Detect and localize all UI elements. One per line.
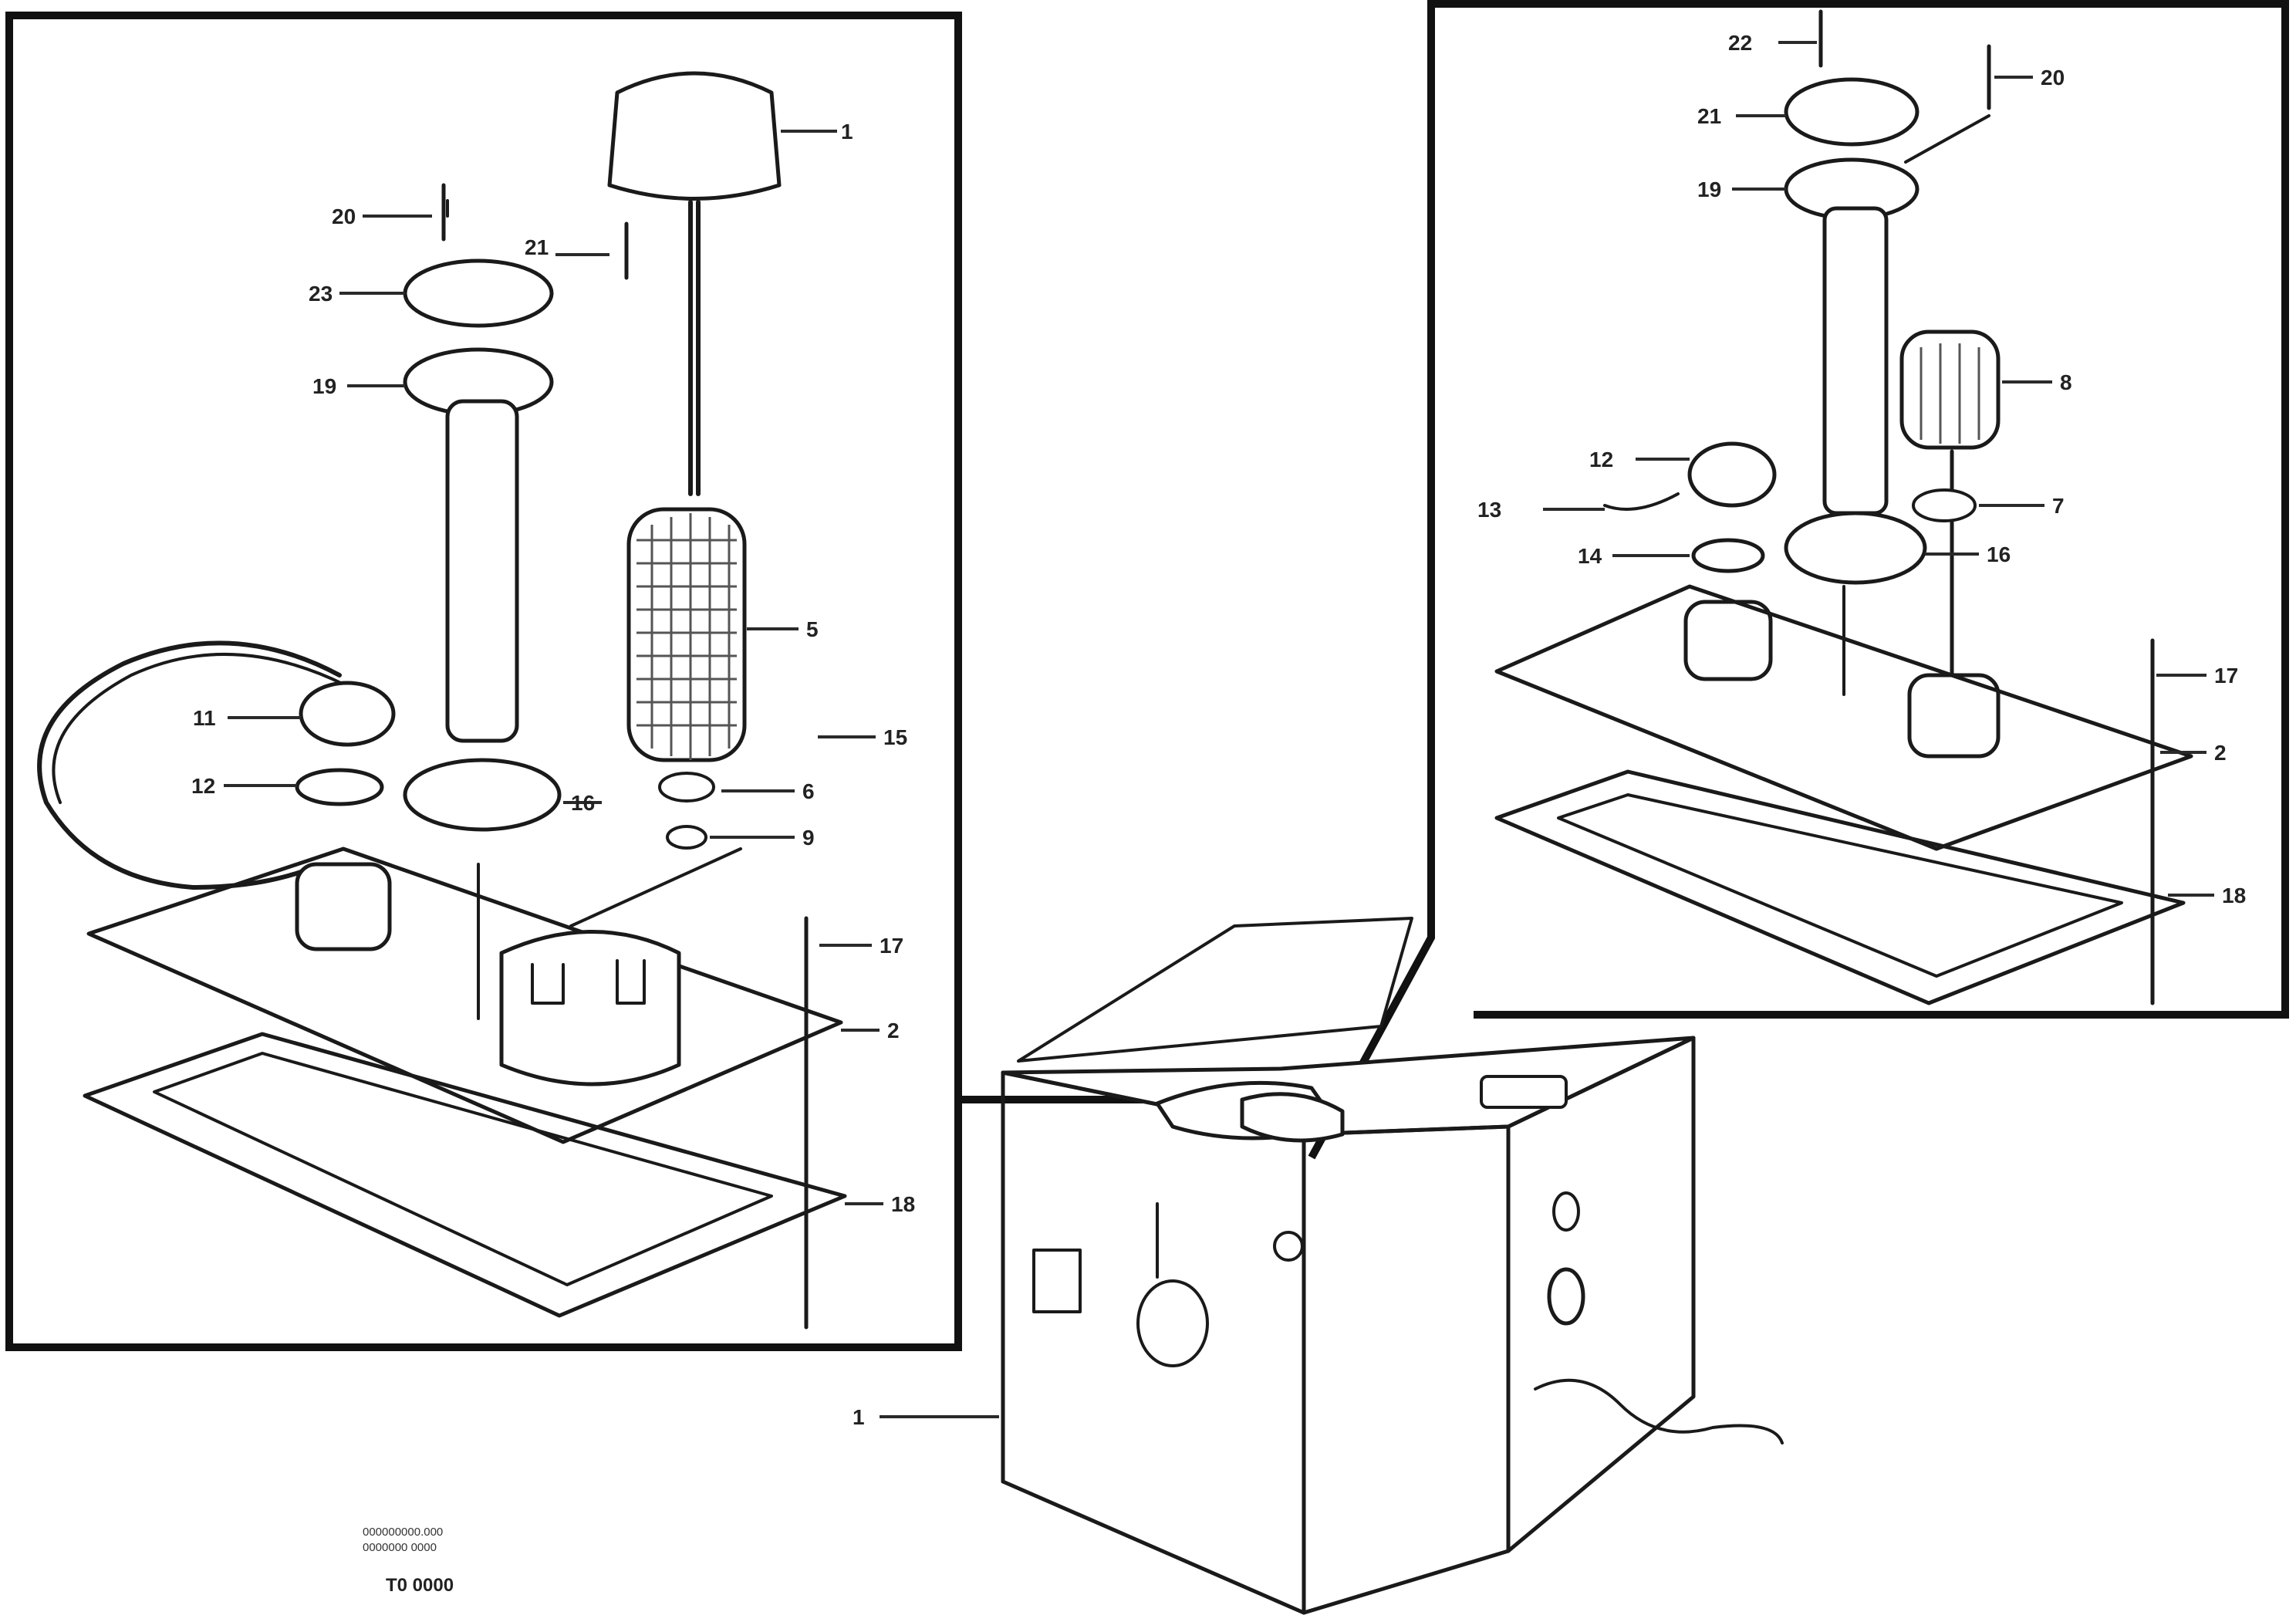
- callout-r21: 21: [1697, 104, 1721, 128]
- callout-r20: 20: [2041, 66, 2065, 90]
- callout-r12: 12: [1589, 448, 1613, 471]
- right-panel-frame: [1308, 0, 2289, 1160]
- callout-r8: 8: [2060, 370, 2072, 394]
- callout-23: 23: [309, 282, 333, 306]
- callout-19: 19: [312, 374, 336, 398]
- level-sensor: [37, 640, 396, 951]
- filler-cap: [607, 71, 782, 496]
- callout-r19: 19: [1697, 177, 1721, 201]
- ref-line-1: 000000000.000: [363, 1526, 443, 1539]
- callout-6: 6: [802, 779, 815, 803]
- drawing-code: T0 0000: [386, 1575, 454, 1596]
- callout-r22: 22: [1728, 31, 1752, 55]
- tank-cover-plate: [83, 846, 847, 1330]
- right-detail-panel: 22 20 21 19 8 12 13 14 7 16 17 2 18: [1308, 0, 2289, 1160]
- left-detail-panel: 1 20 21 23 19 5 11 12 15 6 9 16 17 2 18: [5, 12, 1228, 1351]
- left-panel-frame: [5, 12, 1228, 1351]
- callout-20: 20: [332, 204, 356, 228]
- callout-21: 21: [525, 235, 549, 259]
- callout-5: 5: [806, 617, 819, 641]
- filler-pipe: [403, 183, 629, 832]
- right-breather: [1899, 329, 2001, 697]
- callout-11: 11: [193, 706, 216, 730]
- callout-18: 18: [891, 1192, 915, 1216]
- callout-16: 16: [571, 791, 595, 815]
- callout-r7: 7: [2052, 494, 2065, 518]
- callout-12: 12: [191, 774, 215, 798]
- callout-r17: 17: [2214, 664, 2238, 688]
- drawing-reference: 000000000.000 0000000 0000 T0 0000: [363, 1526, 454, 1596]
- callout-r18: 18: [2222, 884, 2246, 907]
- strainer-element: [626, 507, 747, 850]
- callout-r16: 16: [1987, 542, 2011, 566]
- callout-r2: 2: [2214, 741, 2227, 765]
- right-tank-cover: [1494, 584, 2193, 1005]
- callout-9: 9: [802, 826, 815, 850]
- callout-r13: 13: [1477, 498, 1501, 522]
- callout-15: 15: [883, 725, 907, 749]
- callout-2: 2: [887, 1019, 900, 1042]
- callout-17: 17: [880, 934, 903, 958]
- hydraulic-tank: 1: [853, 917, 1784, 1615]
- callout-1: 1: [841, 120, 853, 144]
- ref-line-2: 0000000 0000: [363, 1541, 437, 1554]
- callout-tank-1: 1: [853, 1405, 865, 1429]
- callout-r14: 14: [1578, 544, 1602, 568]
